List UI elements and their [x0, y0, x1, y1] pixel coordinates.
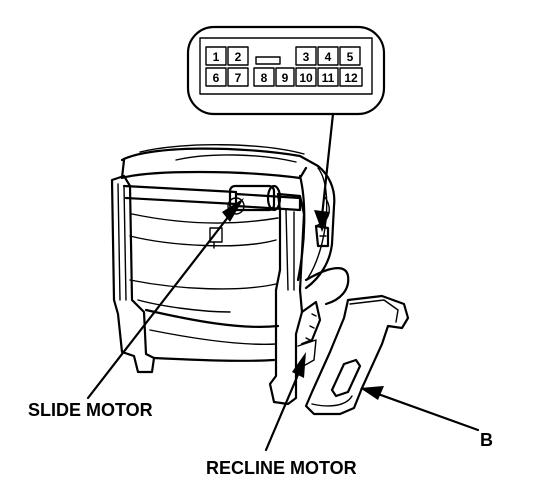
pin-1-label: 1: [213, 50, 220, 64]
slide-motor-leader: [86, 198, 244, 400]
recline-motor-leader: [264, 352, 306, 452]
part-b-cover: [304, 294, 410, 416]
part-b-leader: [360, 386, 480, 432]
pin-12-label: 12: [344, 71, 358, 85]
pin-3-label: 3: [303, 50, 310, 64]
pin-4-label: 4: [325, 50, 332, 64]
connector-callout: 1 2 3 4 5 6 7 8 9 10 11 12: [186, 25, 386, 116]
slide-motor-body: [227, 184, 282, 215]
pin-11-label: 11: [322, 71, 335, 85]
pin-10-label: 10: [299, 71, 313, 85]
pin-8-label: 8: [261, 71, 268, 85]
connector-leader-arrow: [314, 112, 335, 232]
pin-5-label: 5: [347, 50, 354, 64]
pin-2-label: 2: [235, 50, 242, 64]
pin-7-label: 7: [235, 71, 242, 85]
pin-9-label: 9: [282, 71, 289, 85]
connector-top-row: 1 2 3 4 5: [205, 46, 361, 66]
part-b-label: B: [480, 430, 493, 450]
seat-frame-illustration: [110, 144, 350, 406]
part-b-slot: [330, 358, 362, 398]
pin-6-label: 6: [213, 71, 220, 85]
slide-motor-label: SLIDE MOTOR: [28, 400, 153, 420]
recline-motor-label: RECLINE MOTOR: [206, 458, 357, 478]
connector-bottom-row: 6 7 8 9 10 11 12: [205, 67, 363, 87]
